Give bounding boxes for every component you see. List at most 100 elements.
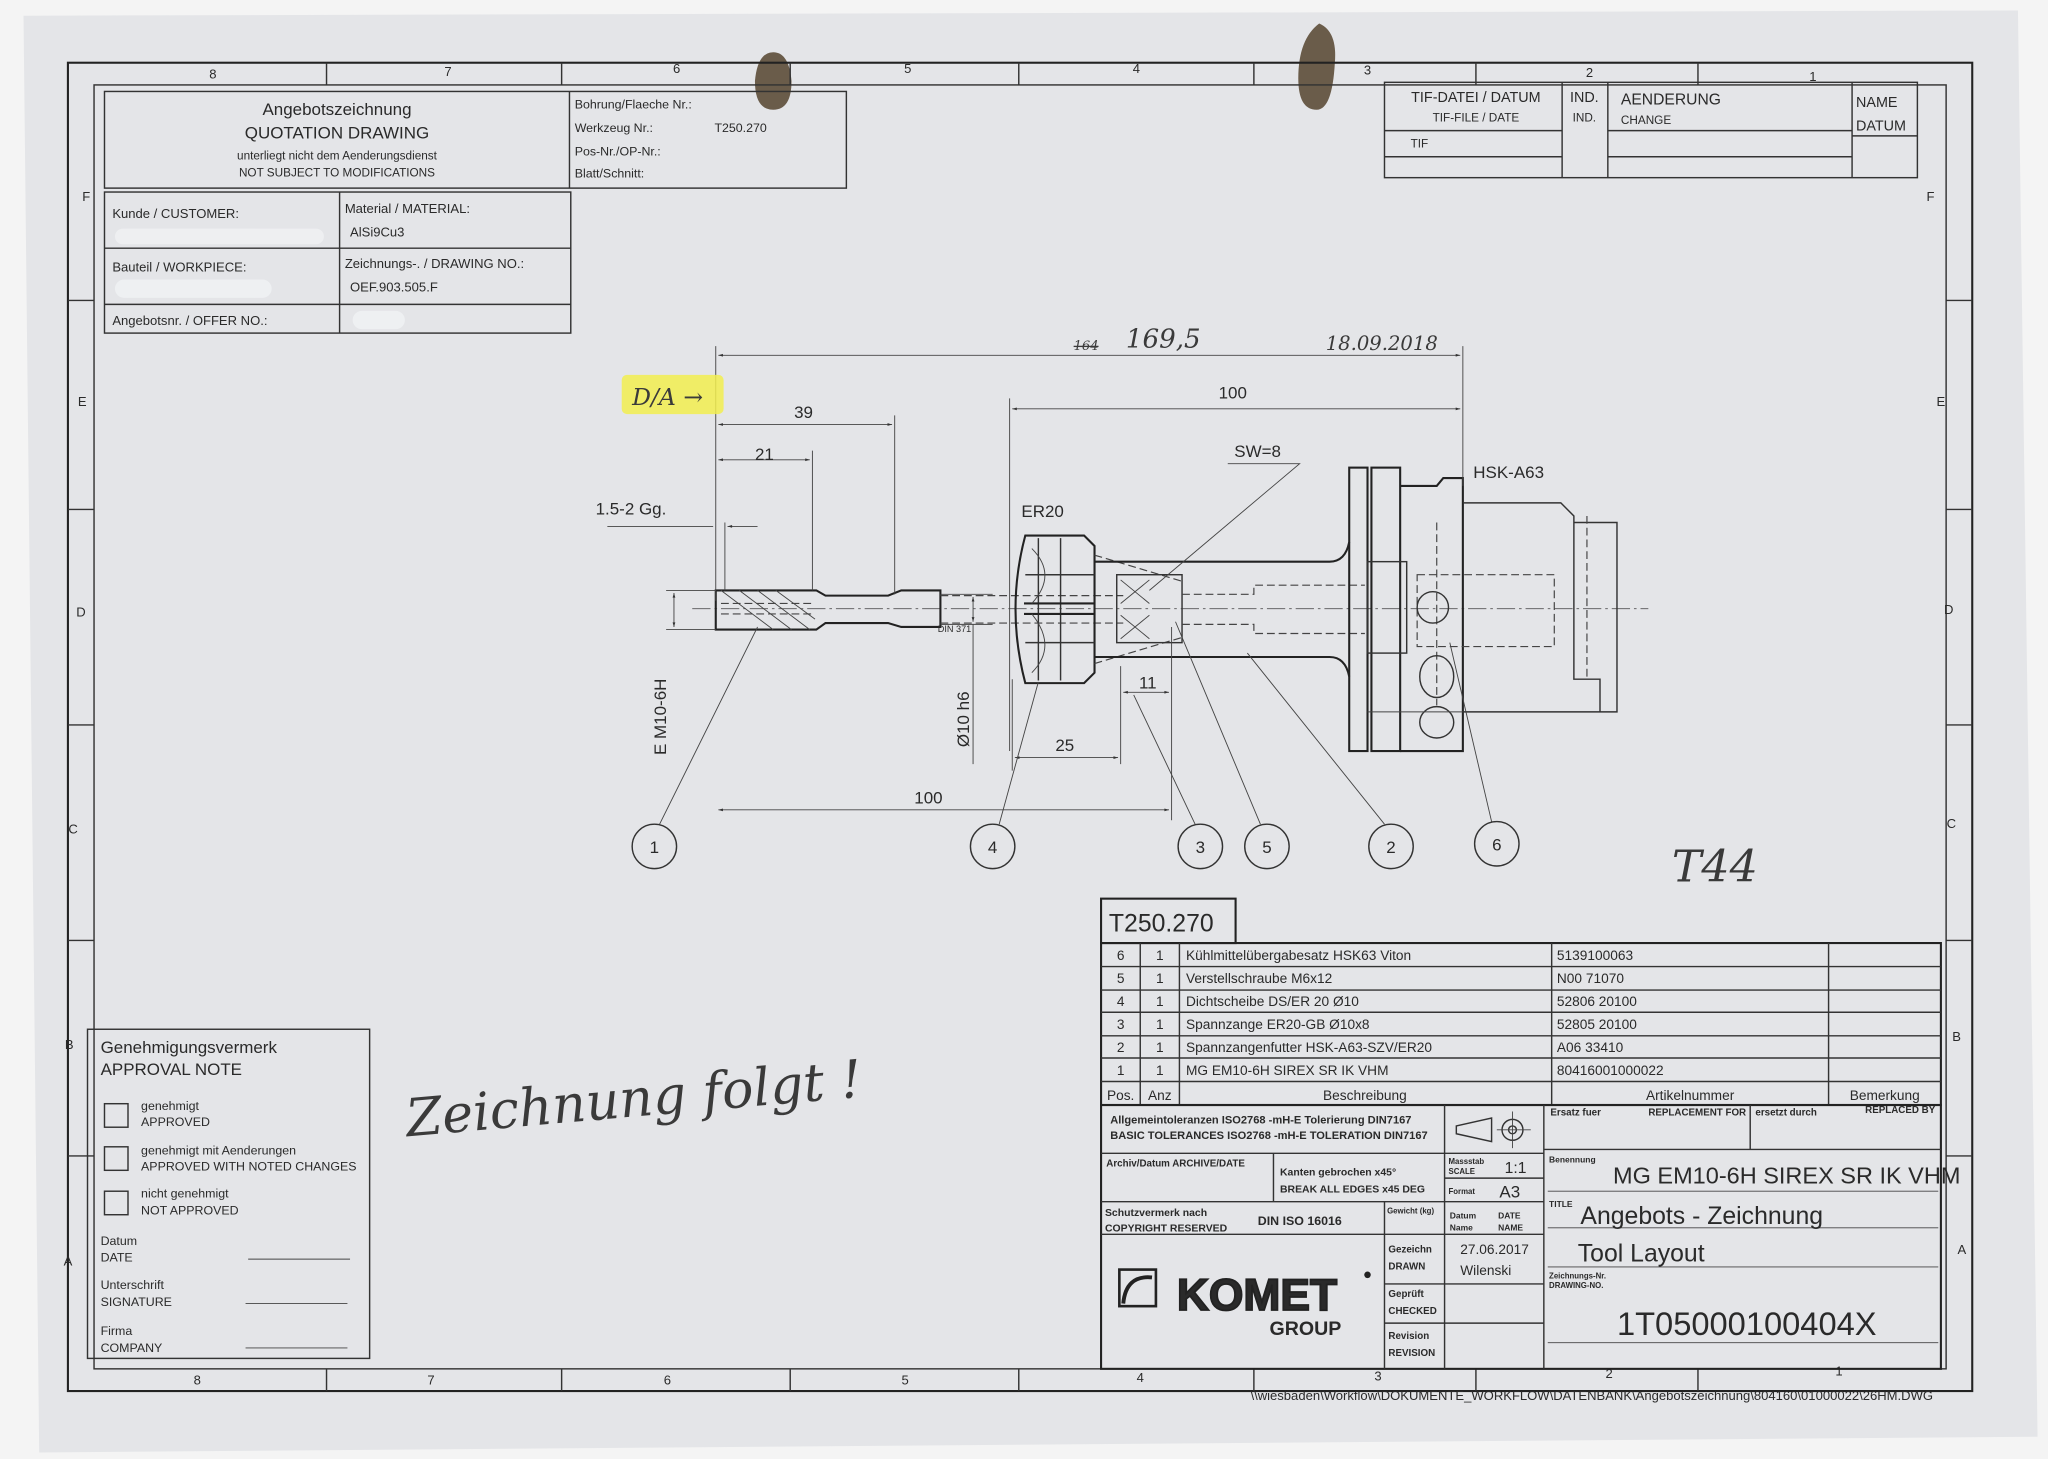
parts-cell-pos: 5 bbox=[1117, 971, 1125, 986]
bohrung-label: Bohrung/Flaeche Nr.: bbox=[575, 97, 692, 111]
sheet-frame bbox=[66, 61, 1974, 1393]
drawn-de: Gezeichn bbox=[1388, 1245, 1432, 1256]
svg-text:2: 2 bbox=[1386, 838, 1395, 857]
approval-note: Genehmigungsvermerk APPROVAL NOTE genehm… bbox=[86, 1028, 371, 1360]
parts-cell-desc: Spannzange ER20-GB Ø10x8 bbox=[1186, 1017, 1370, 1032]
balloon-4: 4 bbox=[969, 823, 1016, 870]
zone-row: A bbox=[64, 1254, 73, 1269]
logo-text: KOMET bbox=[1177, 1271, 1337, 1320]
dim-11: 11 bbox=[1139, 673, 1157, 692]
collet-nut bbox=[1014, 534, 1096, 685]
company-en: COMPANY bbox=[101, 1341, 163, 1355]
zone-row: B bbox=[1952, 1029, 1961, 1044]
parts-cell-article: 80416001000022 bbox=[1557, 1063, 1664, 1078]
parts-cell-pos: 2 bbox=[1117, 1040, 1125, 1055]
dim-100-bottom: 100 bbox=[914, 788, 942, 807]
rev-col1-en: TIF-FILE / DATE bbox=[1433, 112, 1520, 125]
col-desc: Beschreibung bbox=[1323, 1088, 1407, 1103]
parts-cell-qty: 1 bbox=[1156, 1040, 1164, 1055]
rev-col1-de: TIF-DATEI / DATUM bbox=[1411, 90, 1541, 106]
pos-label: Pos-Nr./OP-Nr.: bbox=[575, 144, 661, 158]
parts-cell-pos: 6 bbox=[1117, 948, 1125, 963]
approval-title-de: Genehmigungsvermerk bbox=[101, 1038, 278, 1057]
title-line-1: Angebots - Zeichnung bbox=[1580, 1203, 1823, 1230]
zone-col: 6 bbox=[673, 61, 680, 76]
sw-label: SW=8 bbox=[1234, 442, 1281, 461]
rev-col2-en: IND. bbox=[1573, 112, 1597, 125]
drawing-no-de: Zeichnungs-Nr. bbox=[1549, 1272, 1606, 1281]
signature-en: SIGNATURE bbox=[101, 1295, 172, 1309]
date-de: Datum bbox=[1450, 1211, 1476, 1221]
replaced-by-de: ersetzt durch bbox=[1755, 1107, 1816, 1118]
parts-cell-article: 5139100063 bbox=[1557, 948, 1634, 963]
zone-col: 5 bbox=[902, 1373, 909, 1388]
zone-col: 7 bbox=[444, 64, 451, 79]
not-approved-checkbox[interactable] bbox=[103, 1190, 129, 1216]
zone-row: C bbox=[1947, 816, 1956, 831]
parts-cell-article: N00 71070 bbox=[1557, 971, 1624, 986]
approval-date-en: DATE bbox=[101, 1251, 133, 1265]
drawn-name: Wilenski bbox=[1460, 1263, 1511, 1278]
drawing-no-en: DRAWING-NO. bbox=[1549, 1281, 1603, 1290]
punch-hole bbox=[754, 52, 792, 110]
approved-de: genehmigt bbox=[141, 1099, 199, 1113]
approved-changes-en: APPROVED WITH NOTED CHANGES bbox=[141, 1159, 356, 1173]
zone-col: 8 bbox=[194, 1373, 201, 1388]
approved-checkbox[interactable] bbox=[103, 1102, 129, 1128]
archive-label: Archiv/Datum ARCHIVE/DATE bbox=[1106, 1158, 1245, 1169]
svg-text:5: 5 bbox=[1262, 838, 1271, 857]
parts-tool-no: T250.270 bbox=[1109, 910, 1214, 937]
not-approved-de: nicht genehmigt bbox=[141, 1187, 229, 1201]
revision-table: TIF-DATEI / DATUM TIF-FILE / DATE IND. I… bbox=[1383, 81, 1919, 179]
edges-en: BREAK ALL EDGES x45 DEG bbox=[1280, 1185, 1425, 1196]
zone-col: 2 bbox=[1606, 1366, 1613, 1381]
tolerance-en: BASIC TOLERANCES ISO2768 -mH-E TOLERATIO… bbox=[1110, 1130, 1427, 1142]
replacement-for-de: Ersatz fuer bbox=[1550, 1107, 1601, 1118]
scale-value: 1:1 bbox=[1505, 1160, 1527, 1177]
format-value: A3 bbox=[1499, 1183, 1520, 1202]
header-title-en: QUOTATION DRAWING bbox=[245, 123, 429, 142]
blatt-label: Blatt/Schnitt: bbox=[575, 167, 645, 181]
col-remark: Bemerkung bbox=[1850, 1088, 1920, 1103]
svg-text:6: 6 bbox=[1492, 835, 1501, 854]
balloon-6: 6 bbox=[1473, 820, 1520, 867]
parts-cell-desc: MG EM10-6H SIREX SR IK VHM bbox=[1186, 1063, 1389, 1078]
zone-row: C bbox=[68, 821, 77, 836]
quotation-header: Angebotszeichnung QUOTATION DRAWING unte… bbox=[103, 90, 848, 189]
approved-with-changes-checkbox[interactable] bbox=[103, 1146, 129, 1172]
zone-col: 8 bbox=[209, 66, 216, 81]
file-path: \\wiesbaden\Workflow\DOKUMENTE_WORKFLOW\… bbox=[1250, 1388, 1933, 1403]
parts-cell-article: 52805 20100 bbox=[1557, 1017, 1637, 1032]
signature-de: Unterschrift bbox=[101, 1278, 165, 1292]
drawn-date: 27.06.2017 bbox=[1460, 1242, 1529, 1257]
parts-cell-qty: 1 bbox=[1156, 994, 1164, 1009]
zone-col: 4 bbox=[1133, 61, 1140, 76]
parts-cell-qty: 1 bbox=[1156, 1063, 1164, 1078]
tap-tool bbox=[714, 589, 1124, 631]
zone-col: 2 bbox=[1586, 65, 1593, 80]
header-note-en: NOT SUBJECT TO MODIFICATIONS bbox=[239, 166, 435, 179]
rev-tif: TIF bbox=[1411, 138, 1429, 151]
zone-row: E bbox=[78, 394, 87, 409]
drawing-number: 1T05000100404X bbox=[1617, 1305, 1877, 1342]
din-label: DIN 371 bbox=[938, 624, 971, 634]
collet bbox=[1094, 554, 1183, 665]
tool-assembly-drawing: 164 169,5 18.09.2018 100 39 21 1.5-2 Gg.… bbox=[596, 324, 1649, 870]
balloon-5: 5 bbox=[1244, 823, 1290, 870]
replacement-for-en: REPLACEMENT FOR bbox=[1648, 1107, 1746, 1118]
balloon-3: 3 bbox=[1177, 823, 1224, 870]
header-note-de: unterliegt nicht dem Aenderungsdienst bbox=[237, 149, 438, 162]
col-pos: Pos. bbox=[1107, 1088, 1134, 1103]
parts-cell-desc: Kühlmittelübergabesatz HSK63 Viton bbox=[1186, 948, 1411, 963]
zone-row: A bbox=[1957, 1242, 1966, 1257]
paper bbox=[23, 10, 2038, 1453]
parts-cell-qty: 1 bbox=[1156, 1017, 1164, 1032]
revision-de: Revision bbox=[1388, 1331, 1429, 1342]
